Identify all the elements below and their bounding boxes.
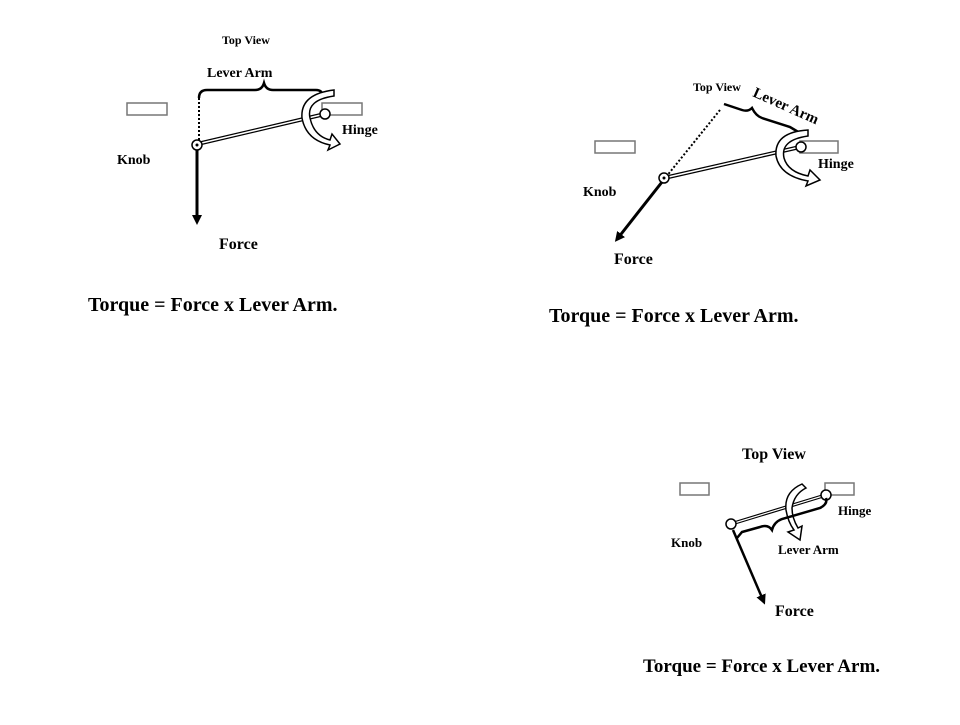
- lever-arm-label: Lever Arm: [750, 85, 821, 128]
- force-label: Force: [775, 603, 814, 620]
- door-frame-right: [321, 102, 363, 116]
- force-label: Force: [219, 236, 258, 253]
- hinge-icon: [319, 108, 331, 120]
- knob-label: Knob: [671, 535, 702, 550]
- top-view-label: Top View: [742, 446, 806, 463]
- lever-arm-brace: [197, 78, 325, 99]
- rotation-arrow-icon: [785, 483, 808, 542]
- hinge-label: Hinge: [818, 157, 854, 172]
- force-arrow: [731, 529, 766, 605]
- force-arrow: [614, 181, 664, 242]
- force-label: Force: [614, 251, 653, 268]
- rotation-arrow-icon: [775, 129, 822, 188]
- lever-arm-brace: [723, 102, 801, 135]
- lever-arm-label: Lever Arm: [778, 542, 839, 557]
- panel-1: Top View Lever Arm Hinge Knob Force Torq…: [88, 33, 378, 316]
- knob-label: Knob: [117, 153, 151, 168]
- top-view-label: Top View: [693, 80, 741, 94]
- door-frame-right: [824, 482, 855, 496]
- torque-equation: Torque = Force x Lever Arm.: [643, 656, 880, 677]
- knob-label: Knob: [583, 185, 617, 200]
- door-frame-left: [594, 140, 636, 154]
- hinge-label: Hinge: [838, 503, 871, 518]
- lever-arm-brace: [736, 497, 828, 539]
- hinge-label: Hinge: [342, 123, 378, 138]
- panel-2: Top View Lever Arm Hinge Knob Force Torq…: [549, 80, 854, 327]
- top-view-label: Top View: [222, 33, 270, 47]
- torque-equation: Torque = Force x Lever Arm.: [549, 305, 799, 327]
- door-frame-left: [679, 482, 710, 496]
- torque-equation: Torque = Force x Lever Arm.: [88, 294, 338, 316]
- lever-arm-label: Lever Arm: [207, 66, 273, 81]
- knob-icon: [725, 518, 737, 530]
- door-frame-left: [126, 102, 168, 116]
- panel-3: Top View Hinge Knob Lever Arm Force Torq…: [643, 446, 880, 677]
- rotation-arrow-icon: [301, 89, 342, 152]
- hinge-icon: [795, 141, 807, 153]
